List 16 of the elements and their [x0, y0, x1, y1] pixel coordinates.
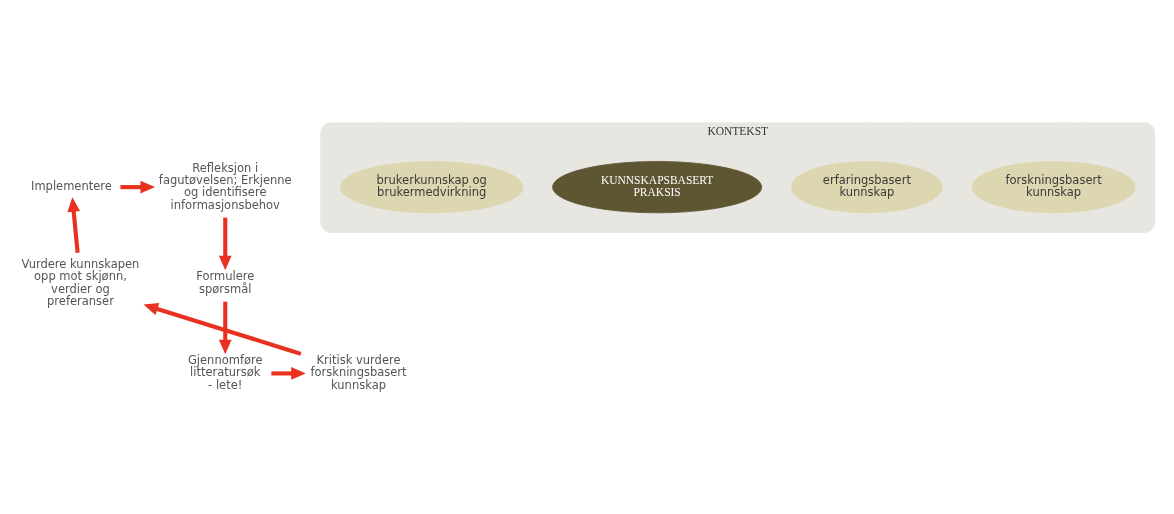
node-text: Refleksjon i fagutøvelsen; Erkjenne og identifisere informasjonsbehov	[158, 160, 292, 212]
arrow	[120, 180, 156, 194]
arrow	[271, 367, 306, 380]
node-text: Gjennomføre litteratursøk - lete!	[187, 353, 263, 392]
node-text: Vurdere kunnskapen opp mot skjønn, verdier og preferanser	[21, 256, 140, 308]
arrow	[218, 217, 232, 271]
node-ellipse: brukerkunnskap og brukermedvirkning	[340, 161, 524, 214]
arrow	[143, 302, 302, 356]
arrow	[67, 197, 81, 253]
node-text: Kritisk vurdere forskningsbasert kunnskap	[310, 353, 407, 392]
node-text: Formulere spørsmål	[196, 269, 255, 296]
node-ellipse: erfaringsbasert kunnskap	[790, 161, 943, 214]
arrow	[218, 301, 232, 355]
node-ellipse: KUNNSKAPSBASERT PRAKSIS	[552, 161, 763, 214]
node-text: Implementere	[31, 179, 112, 194]
node-ellipse: forskningsbasert kunnskap	[971, 161, 1136, 214]
